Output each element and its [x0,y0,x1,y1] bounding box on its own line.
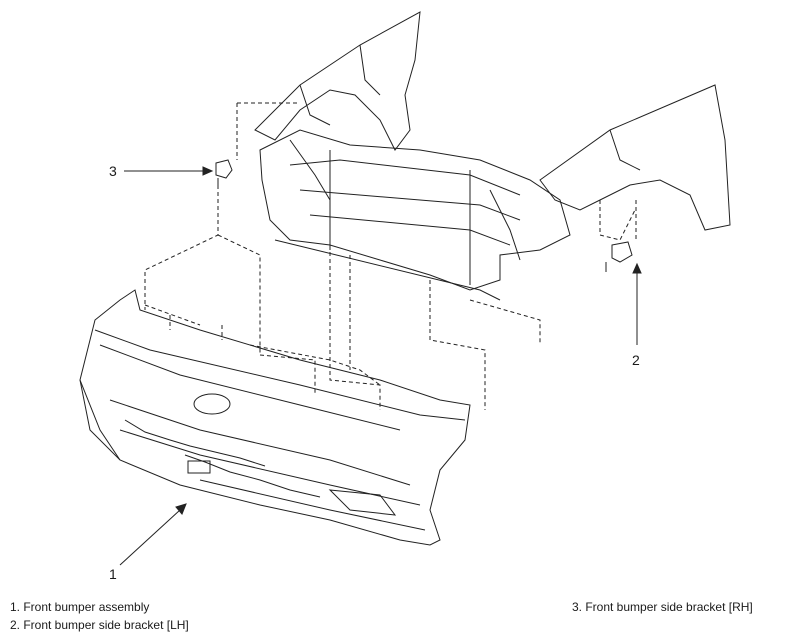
leader-line-3 [124,166,214,176]
exploded-view-diagram [79,11,731,566]
side-bracket-2 [605,241,633,272]
legend-item-1: 1. Front bumper assembly [10,600,150,614]
callout-1-label: 1 [109,566,117,582]
right-fender [539,84,731,231]
leader-line-1 [119,503,187,566]
side-bracket-3 [215,159,233,186]
callout-3-label: 3 [109,163,117,179]
radiator-support-frame [259,129,571,301]
assembly-guide-lines [144,102,637,410]
callout-2-label: 2 [632,352,640,368]
front-bumper-assembly [79,289,471,546]
legend-item-3: 3. Front bumper side bracket [RH] [572,600,753,614]
legend-item-2: 2. Front bumper side bracket [LH] [10,618,189,632]
left-fender [254,11,421,151]
leader-line-2 [632,262,642,345]
